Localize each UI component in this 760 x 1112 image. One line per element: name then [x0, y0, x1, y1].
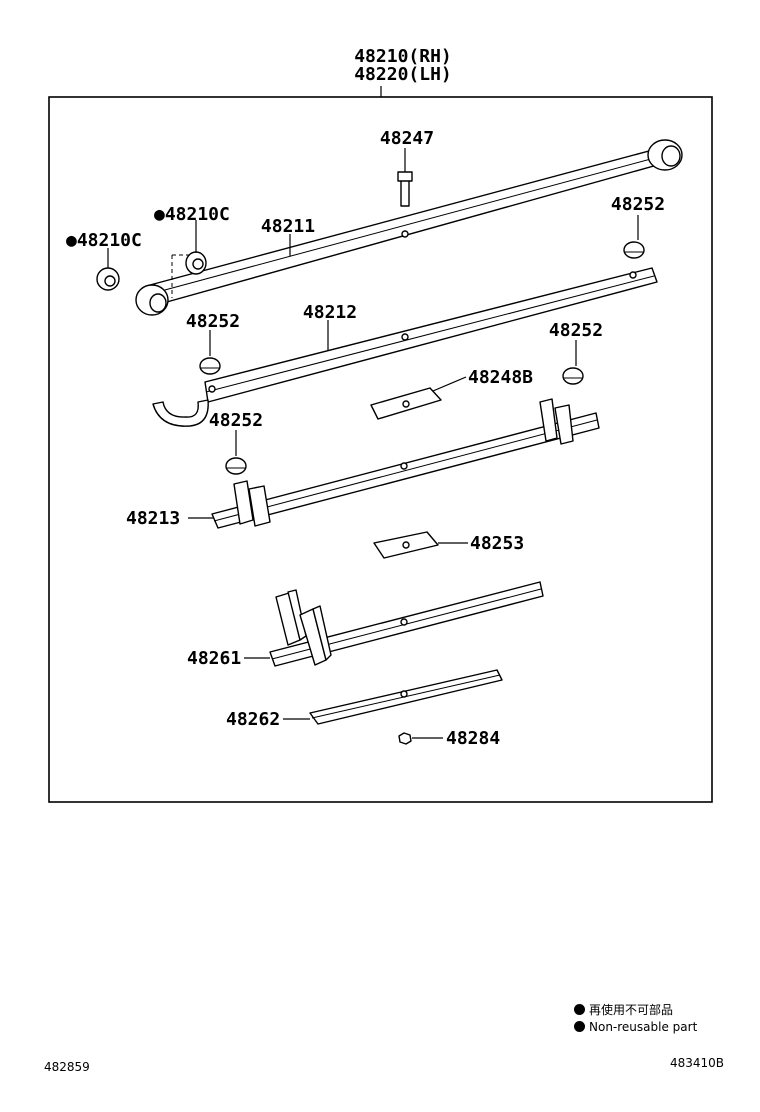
nut-48284 [398, 732, 412, 745]
label-48248b: 48248B [468, 367, 533, 388]
fifth-leaf-48262 [309, 669, 503, 725]
legend-english: Non-reusable part [574, 1020, 697, 1034]
pad-48248b [370, 387, 442, 420]
label-48261: 48261 [187, 648, 241, 669]
label-48213: 48213 [126, 508, 180, 529]
non-reusable-dot-icon [574, 1021, 585, 1032]
center-bolt-48247 [397, 171, 413, 207]
third-leaf-48213 [211, 398, 600, 529]
silencer-48252-b [199, 357, 221, 375]
label-48252-a: 48252 [611, 194, 665, 215]
label-48262: 48262 [226, 709, 280, 730]
silencer-48252-d [225, 457, 247, 475]
label-48252-d: 48252 [209, 410, 263, 431]
bushing-48210c-upper [185, 251, 207, 275]
label-48247: 48247 [380, 128, 434, 149]
label-48210c-lower: ●48210C [66, 230, 142, 251]
legend-japanese-text: 再使用不可部品 [589, 1003, 674, 1017]
fourth-leaf-48261 [269, 581, 544, 667]
footer-right-code: 483410B [670, 1056, 725, 1070]
plate-48253 [373, 531, 439, 559]
legend-english-text: Non-reusable part [589, 1020, 698, 1034]
legend-japanese: 再使用不可部品 [574, 1001, 673, 1018]
assembly-label-rh: 48210(RH) [354, 46, 452, 67]
footer-left-code: 482859 [44, 1060, 90, 1074]
silencer-48252-c [562, 367, 584, 385]
main-leaf-48211 [135, 139, 683, 316]
label-48252-b: 48252 [186, 311, 240, 332]
silencer-48252-a [623, 241, 645, 259]
assembly-label-lh: 48220(LH) [354, 64, 452, 85]
label-48211: 48211 [261, 216, 315, 237]
label-48210c-upper: ●48210C [154, 204, 230, 225]
non-reusable-dot-icon [574, 1004, 585, 1015]
label-48252-c: 48252 [549, 320, 603, 341]
label-48253: 48253 [470, 533, 524, 554]
label-48212: 48212 [303, 302, 357, 323]
label-48284: 48284 [446, 728, 500, 749]
second-leaf-48212 [152, 267, 658, 427]
bushing-48210c-lower [96, 267, 120, 291]
